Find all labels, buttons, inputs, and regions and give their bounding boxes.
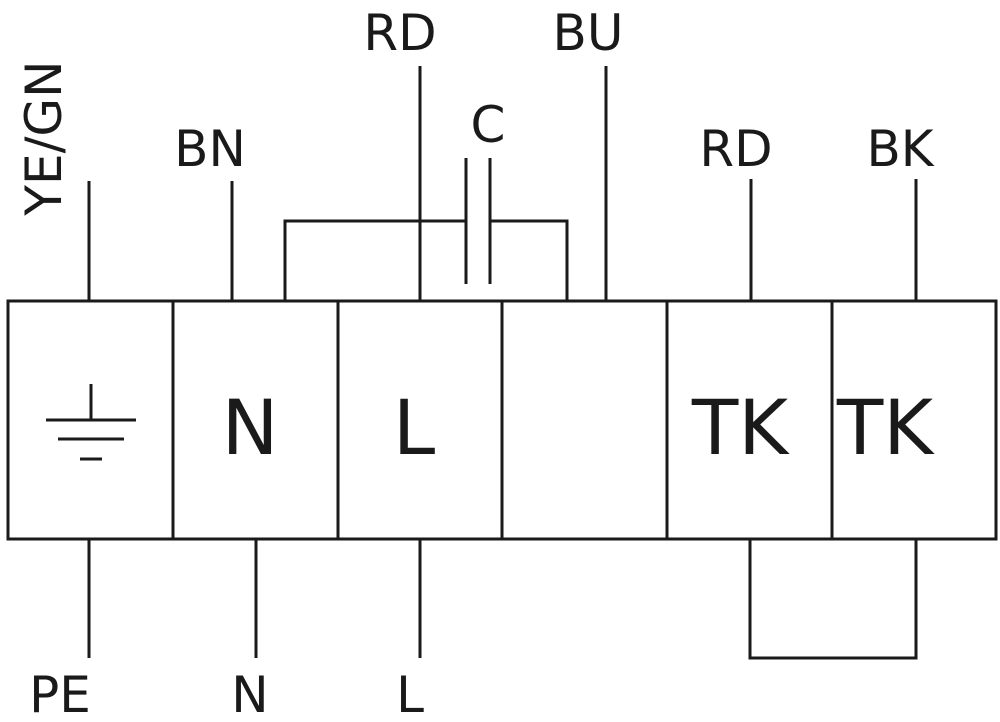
label-n-bottom: N (231, 666, 268, 722)
label-bn: BN (174, 120, 246, 178)
label-capacitor: C (471, 96, 506, 154)
label-rd-right: RD (699, 120, 772, 178)
capacitor-bridge-wire (283, 219, 466, 301)
terminal-label-n: N (222, 383, 279, 472)
ground-icon (46, 384, 136, 461)
tk-bridge-wire (748, 539, 918, 660)
terminal-label-tk: TK (691, 383, 790, 472)
terminal-label-l: L (393, 383, 435, 472)
label-ye-gn: YE/GN (15, 60, 73, 216)
terminal-label-tk: TK (836, 383, 935, 472)
label-pe: PE (29, 666, 91, 722)
label-rd-top: RD (363, 4, 436, 62)
label-bu: BU (553, 4, 624, 62)
capacitor-icon (464, 158, 492, 284)
capacitor-bridge-wire (490, 219, 569, 301)
label-bk: BK (866, 120, 934, 178)
label-l-bottom: L (396, 666, 424, 722)
